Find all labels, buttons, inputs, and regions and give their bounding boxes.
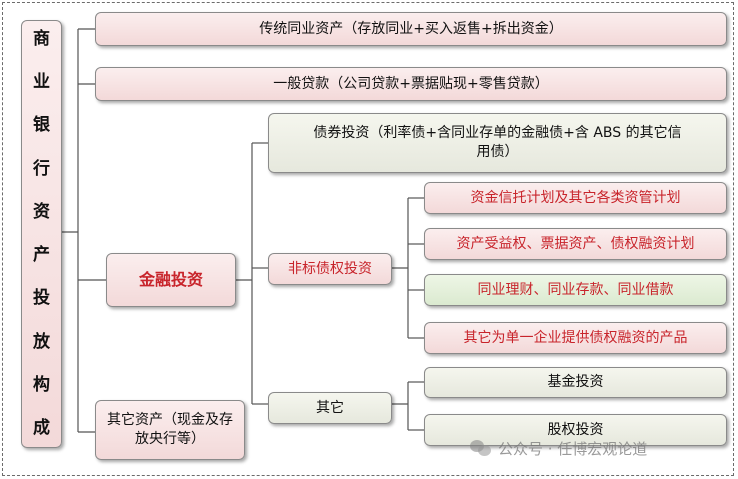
root-title-char: 商 (33, 29, 50, 49)
connector-fin-spine (236, 143, 253, 404)
root-title-char: 投 (33, 288, 50, 309)
node-interbank-wealth: 同业理财、同业存款、同业借款 (424, 274, 727, 306)
node-interbank-assets: 传统同业资产（存放同业+买入返售+拆出资金） (95, 12, 727, 46)
node-other-assets: 其它资产（现金及存放央行等） (95, 400, 245, 460)
root-title-char: 放 (33, 331, 50, 352)
root-title-char: 资 (33, 201, 50, 222)
connector-other-spine (392, 382, 409, 430)
root-title-char: 构 (33, 374, 50, 395)
node-general-loans: 一般贷款（公司贷款+票据贴现+零售贷款） (95, 67, 727, 101)
root-title-char: 业 (33, 72, 50, 93)
node-nonstandard-investment: 非标债权投资 (268, 253, 392, 285)
watermark-text: 公众号 · 任博宏观论道 (498, 439, 648, 458)
watermark: 公众号 · 任博宏观论道 (470, 436, 720, 460)
root-title-char: 产 (33, 245, 50, 266)
node-trust-plans: 资金信托计划及其它各类资管计划 (424, 182, 727, 214)
connector-root-spine (62, 29, 79, 432)
root-title-char: 银 (33, 115, 50, 136)
node-fund-investment: 基金投资 (424, 367, 727, 398)
node-other-investment: 其它 (268, 392, 392, 424)
node-financial-investment: 金融投资 (106, 253, 236, 307)
node-bond-investment: 债券投资（利率债+含同业存单的金融债+含 ABS 的其它信用债） (268, 113, 727, 173)
root-title-char: 成 (33, 417, 50, 438)
node-receivables: 资产受益权、票据资产、债权融资计划 (424, 228, 727, 260)
wechat-icon (470, 440, 492, 456)
root-title-char: 行 (33, 158, 50, 179)
node-single-enterprise: 其它为单一企业提供债权融资的产品 (424, 322, 727, 354)
root-node: 商业银行资产投放构成 (21, 20, 62, 448)
connector-nonstd-spine (392, 198, 409, 338)
